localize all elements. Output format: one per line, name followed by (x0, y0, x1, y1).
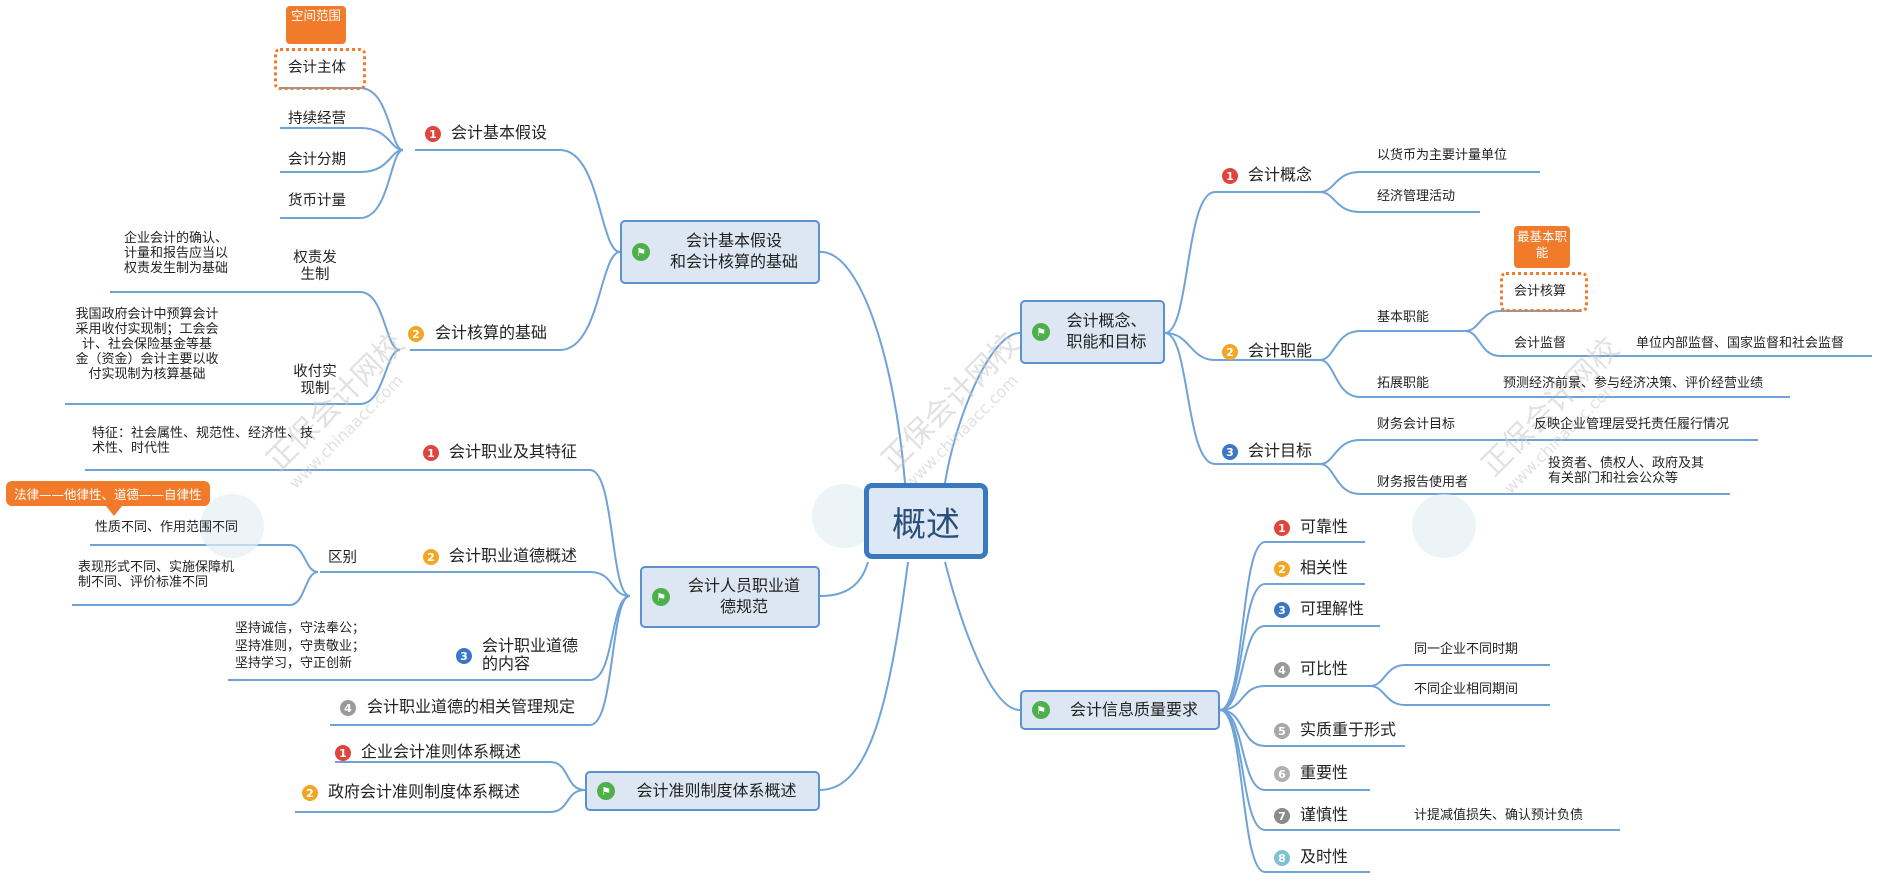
watermark-logo (1412, 494, 1476, 558)
topic-profession-features[interactable]: 会计职业及其特征 (449, 442, 578, 461)
topic-accounting-functions[interactable]: 会计职能 (1248, 341, 1313, 360)
number-4-icon: 4 (340, 700, 356, 716)
item-timeliness[interactable]: 及时性 (1300, 847, 1349, 866)
item-accounting-supervision[interactable]: 会计监督 (1514, 336, 1567, 351)
number-1-icon: 1 (425, 126, 441, 142)
tag-most-basic: 最基本职能 (1514, 226, 1570, 268)
highlight-box (1500, 272, 1588, 312)
item-monetary-measurement[interactable]: 货币计量 (288, 193, 346, 209)
item-substance-over-form[interactable]: 实质重于形式 (1300, 720, 1397, 739)
item-report-users[interactable]: 财务报告使用者 (1377, 475, 1469, 490)
topic-accounting-basis[interactable]: 会计核算的基础 (435, 323, 548, 342)
note-prudence: 计提减值损失、确认预计负债 (1414, 808, 1584, 823)
item-basic-functions[interactable]: 基本职能 (1377, 310, 1430, 325)
number-6-icon: 6 (1274, 766, 1290, 782)
note-cash-basis: 我国政府会计中预算会计 采用收付实现制；工会会 计、社会保险基金等基 金（资金）… (75, 307, 219, 382)
flag-icon: ⚑ (1032, 323, 1050, 341)
item-understandability[interactable]: 可理解性 (1300, 599, 1365, 618)
item-extended-functions[interactable]: 拓展职能 (1377, 376, 1430, 391)
highlight-box (274, 48, 366, 90)
link-root-b1 (819, 250, 906, 484)
item-diff-entities-same-period[interactable]: 不同企业相同期间 (1414, 682, 1519, 697)
item-relevance[interactable]: 相关性 (1300, 558, 1349, 577)
link-root-b3 (819, 561, 909, 791)
item-monetary-unit[interactable]: 以货币为主要计量单位 (1377, 148, 1508, 163)
number-5-icon: 5 (1274, 723, 1290, 739)
note-report-users: 投资者、债权人、政府及其 有关部门和社会公众等 (1548, 456, 1705, 486)
number-2-icon: 2 (1222, 344, 1238, 360)
root-topic[interactable]: 概述 (864, 483, 988, 559)
item-difference[interactable]: 区别 (328, 550, 357, 566)
note-supervision: 单位内部监督、国家监督和社会监督 (1636, 336, 1845, 351)
item-going-concern[interactable]: 持续经营 (288, 111, 346, 127)
item-reliability[interactable]: 可靠性 (1300, 517, 1349, 536)
link-root-r1 (944, 332, 1021, 484)
item-cash-basis[interactable]: 收付实 现制 (293, 364, 337, 397)
tag-space-range: 空间范围 (286, 6, 346, 44)
item-accrual-basis[interactable]: 权责发 生制 (293, 250, 337, 283)
number-3-icon: 3 (456, 648, 472, 664)
item-same-entity-diff-periods[interactable]: 同一企业不同时期 (1414, 642, 1519, 657)
topic-accounting-concept[interactable]: 会计概念 (1248, 165, 1313, 184)
number-2-icon: 2 (302, 785, 318, 801)
topic-professional-ethics[interactable]: ⚑ 会计人员职业道 德规范 (640, 566, 820, 628)
item-accounting-period[interactable]: 会计分期 (288, 152, 346, 168)
link-root-b2 (819, 561, 869, 597)
note-accrual-basis: 企业会计的确认、 计量和报告应当以 权责发生制为基础 (123, 231, 228, 276)
number-1-icon: 1 (1274, 520, 1290, 536)
item-accounting-entity[interactable]: 会计主体 (288, 60, 346, 76)
number-3-icon: 3 (1274, 602, 1290, 618)
item-comparability[interactable]: 可比性 (1300, 659, 1349, 678)
note-profession-features: 特征：社会属性、规范性、经济性、技 术性、时代性 (92, 426, 314, 456)
topic-accounting-objectives[interactable]: 会计目标 (1248, 441, 1313, 460)
number-2-icon: 2 (1274, 561, 1290, 577)
flag-icon: ⚑ (632, 243, 650, 261)
number-1-icon: 1 (423, 445, 439, 461)
note-difference-1: 性质不同、作用范围不同 (95, 520, 239, 535)
number-1-icon: 1 (335, 745, 351, 761)
number-1-icon: 1 (1222, 168, 1238, 184)
item-accounting-core[interactable]: 会计核算 (1514, 284, 1567, 299)
flag-icon: ⚑ (597, 782, 615, 800)
item-fin-objective[interactable]: 财务会计目标 (1377, 417, 1456, 432)
number-4-icon: 4 (1274, 662, 1290, 678)
topic-ethics-rules[interactable]: 会计职业道德的相关管理规定 (367, 697, 576, 716)
number-2-icon: 2 (408, 326, 424, 342)
note-fin-objective: 反映企业管理层受托责任履行情况 (1534, 417, 1730, 432)
flag-icon: ⚑ (652, 588, 670, 606)
topic-basic-assumptions[interactable]: 会计基本假设 (451, 123, 548, 142)
number-8-icon: 8 (1274, 850, 1290, 866)
note-difference-2: 表现形式不同、实施保障机 制不同、评价标准不同 (78, 560, 235, 590)
topic-ethics-content[interactable]: 会计职业道德 的内容 (482, 636, 579, 674)
note-ethics-content: 坚持诚信，守法奉公； 坚持准则，守责敬业； 坚持学习，守正创新 (235, 621, 366, 672)
link-root-r2 (944, 561, 1021, 711)
number-2-icon: 2 (423, 549, 439, 565)
item-economic-management[interactable]: 经济管理活动 (1377, 189, 1456, 204)
topic-concept-functions-objectives[interactable]: ⚑ 会计概念、 职能和目标 (1020, 300, 1165, 364)
topic-standards-system[interactable]: ⚑ 会计准则制度体系概述 (585, 771, 820, 811)
item-enterprise-standards[interactable]: 企业会计准则体系概述 (361, 742, 522, 761)
number-7-icon: 7 (1274, 808, 1290, 824)
topic-ethics-overview[interactable]: 会计职业道德概述 (449, 546, 578, 565)
item-prudence[interactable]: 谨慎性 (1300, 805, 1349, 824)
topic-assumptions-and-basis[interactable]: ⚑ 会计基本假设 和会计核算的基础 (620, 220, 820, 284)
watermark-logo (200, 494, 264, 558)
item-government-standards[interactable]: 政府会计准则制度体系概述 (328, 782, 521, 801)
note-extended-functions: 预测经济前景、参与经济决策、评价经营业绩 (1503, 376, 1764, 391)
number-3-icon: 3 (1222, 444, 1238, 460)
item-materiality[interactable]: 重要性 (1300, 763, 1349, 782)
law-vs-ethics-callout: 法律——他律性、道德——自律性 (6, 481, 210, 516)
topic-information-quality[interactable]: ⚑ 会计信息质量要求 (1020, 690, 1220, 730)
flag-icon: ⚑ (1032, 701, 1050, 719)
